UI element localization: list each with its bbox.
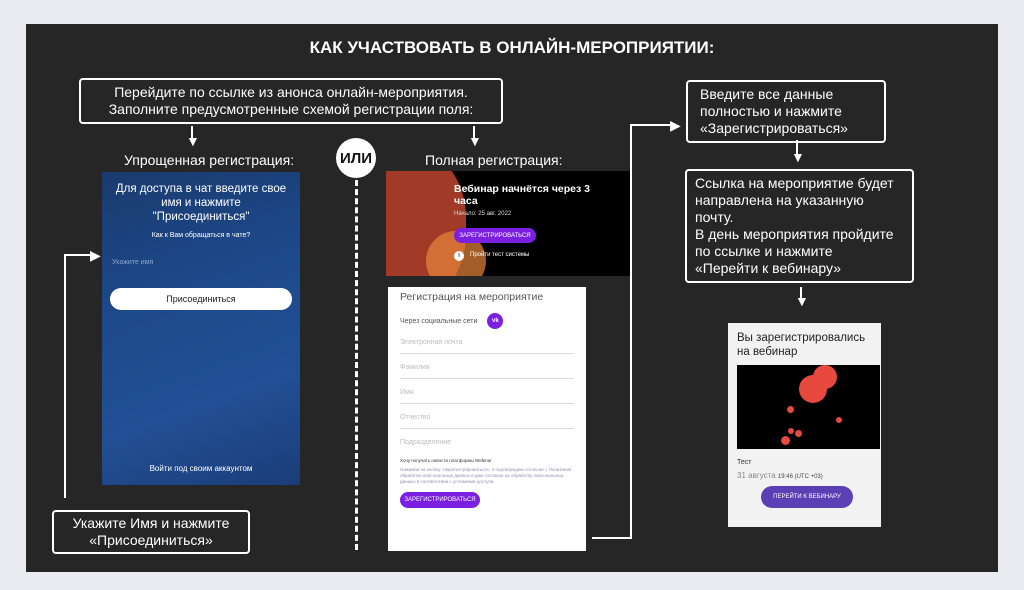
- consent-heading[interactable]: Хочу получать новости платформы Webinar: [400, 458, 492, 463]
- first-name-field[interactable]: Имя: [400, 379, 574, 404]
- step-line: В день мероприятия пройдите: [695, 226, 894, 242]
- arrow-right-icon: ▶: [670, 117, 681, 133]
- event-time: 19:46 (UTC +03): [777, 474, 823, 480]
- consent-text: Нажимая на кнопку «Зарегистрироваться», …: [400, 467, 571, 484]
- event-name: Тест: [737, 459, 752, 466]
- vk-icon[interactable]: vk: [487, 313, 504, 329]
- screen-prompt: Для доступа в чат введите свое имя и наж…: [115, 183, 287, 223]
- arrow-right-icon: ▶: [90, 247, 101, 263]
- banner-start: Начало: 25 авг. 2022: [454, 211, 512, 217]
- step-line: почту.: [695, 209, 734, 225]
- social-row: Через социальные сети vk: [400, 313, 574, 329]
- join-button[interactable]: Присоединиться: [110, 288, 292, 310]
- login-link[interactable]: Войти под своим аккаунтом: [149, 464, 253, 473]
- arrow-line: [64, 254, 66, 498]
- banner-title: Вебинар начнётся через 3 часа: [454, 183, 590, 207]
- name-question: Как к Вам обращаться в чате?: [151, 232, 251, 239]
- instruction-line: «Присоединиться»: [89, 532, 213, 548]
- bubble: [795, 430, 802, 437]
- social-label: Через социальные сети: [400, 317, 478, 325]
- arrow-down-icon: ▼: [795, 293, 809, 309]
- arrow-down-icon: ▼: [186, 133, 200, 149]
- bubble: [788, 428, 794, 434]
- submit-register-button[interactable]: ЗАРЕГИСТРИРОВАТЬСЯ: [400, 492, 480, 508]
- step1-box: Введите все данные полностью и нажмите «…: [686, 80, 886, 143]
- step2-box: Ссылка на мероприятие будет направлена н…: [685, 169, 914, 283]
- arrow-line: [473, 126, 475, 138]
- system-test-link[interactable]: Пройти тест системы: [470, 252, 530, 258]
- event-datetime: 31 августа 19:46 (UTC +03): [737, 471, 872, 480]
- email-field[interactable]: Электронная почта: [400, 329, 574, 354]
- banner-register-button[interactable]: ЗАРЕГИСТРИРОВАТЬСЯ: [454, 228, 536, 243]
- form-title: Регистрация на мероприятие: [400, 291, 544, 303]
- divider: [355, 180, 358, 550]
- confirmation-card: Вы зарегистрировались на вебинар Тест 31…: [728, 323, 881, 527]
- step-line: по ссылке и нажмите: [695, 243, 833, 259]
- instruction-line: Укажите Имя и нажмите: [72, 515, 230, 531]
- registration-form: Регистрация на мероприятие Через социаль…: [388, 287, 586, 551]
- intro-box: Перейдите по ссылке из анонса онлайн-мер…: [79, 78, 503, 124]
- full-heading: Полная регистрация:: [425, 152, 563, 168]
- step-line: «Зарегистрироваться»: [700, 120, 848, 136]
- arrow-line: [630, 124, 674, 126]
- arrow-line: [592, 537, 632, 539]
- name-input[interactable]: Укажите имя: [112, 259, 154, 266]
- simple-registration-screen: Для доступа в чат введите свое имя и наж…: [102, 172, 300, 485]
- bubble: [836, 417, 842, 423]
- step-line: Введите все данные: [700, 86, 834, 102]
- arrow-down-icon: ▼: [791, 149, 805, 165]
- middle-name-field[interactable]: Отчество: [400, 404, 574, 429]
- go-to-webinar-button[interactable]: ПЕРЕЙТИ К ВЕБИНАРУ: [761, 486, 853, 508]
- bubble: [813, 365, 837, 389]
- or-badge: ИЛИ: [336, 138, 376, 178]
- simple-heading: Упрощенная регистрация:: [124, 152, 295, 168]
- arrow-line: [796, 140, 798, 154]
- arrow-line: [630, 124, 632, 539]
- arrow-line: [191, 126, 193, 138]
- step-line: направлена на указанную: [695, 192, 864, 208]
- webinar-banner: Вебинар начнётся через 3 часа Начало: 25…: [386, 171, 630, 276]
- last-name-field[interactable]: Фамилия: [400, 354, 574, 379]
- step-line: Ссылка на мероприятие будет: [695, 175, 894, 191]
- simple-instruction-box: Укажите Имя и нажмите «Присоединиться»: [52, 510, 250, 554]
- bubble: [781, 436, 790, 445]
- confirmation-title: Вы зарегистрировались на вебинар: [737, 332, 866, 358]
- page-title: КАК УЧАСТВОВАТЬ В ОНЛАЙН-МЕРОПРИЯТИИ:: [309, 38, 715, 57]
- event-date: 31 августа: [737, 471, 776, 480]
- step-line: полностью и нажмите: [700, 103, 842, 119]
- arrow-line: [800, 287, 802, 299]
- intro-line: Перейдите по ссылке из анонса онлайн-мер…: [114, 84, 468, 100]
- info-icon: i: [454, 251, 464, 261]
- bubble: [787, 406, 794, 413]
- step-line: «Перейти к вебинару»: [695, 260, 842, 276]
- intro-line: Заполните предусмотренные схемой регистр…: [108, 101, 474, 117]
- arrow-down-icon: ▼: [468, 133, 482, 149]
- webinar-preview-image: [737, 365, 880, 449]
- arrow-line: [64, 254, 94, 256]
- department-field[interactable]: Подразделение: [400, 439, 452, 446]
